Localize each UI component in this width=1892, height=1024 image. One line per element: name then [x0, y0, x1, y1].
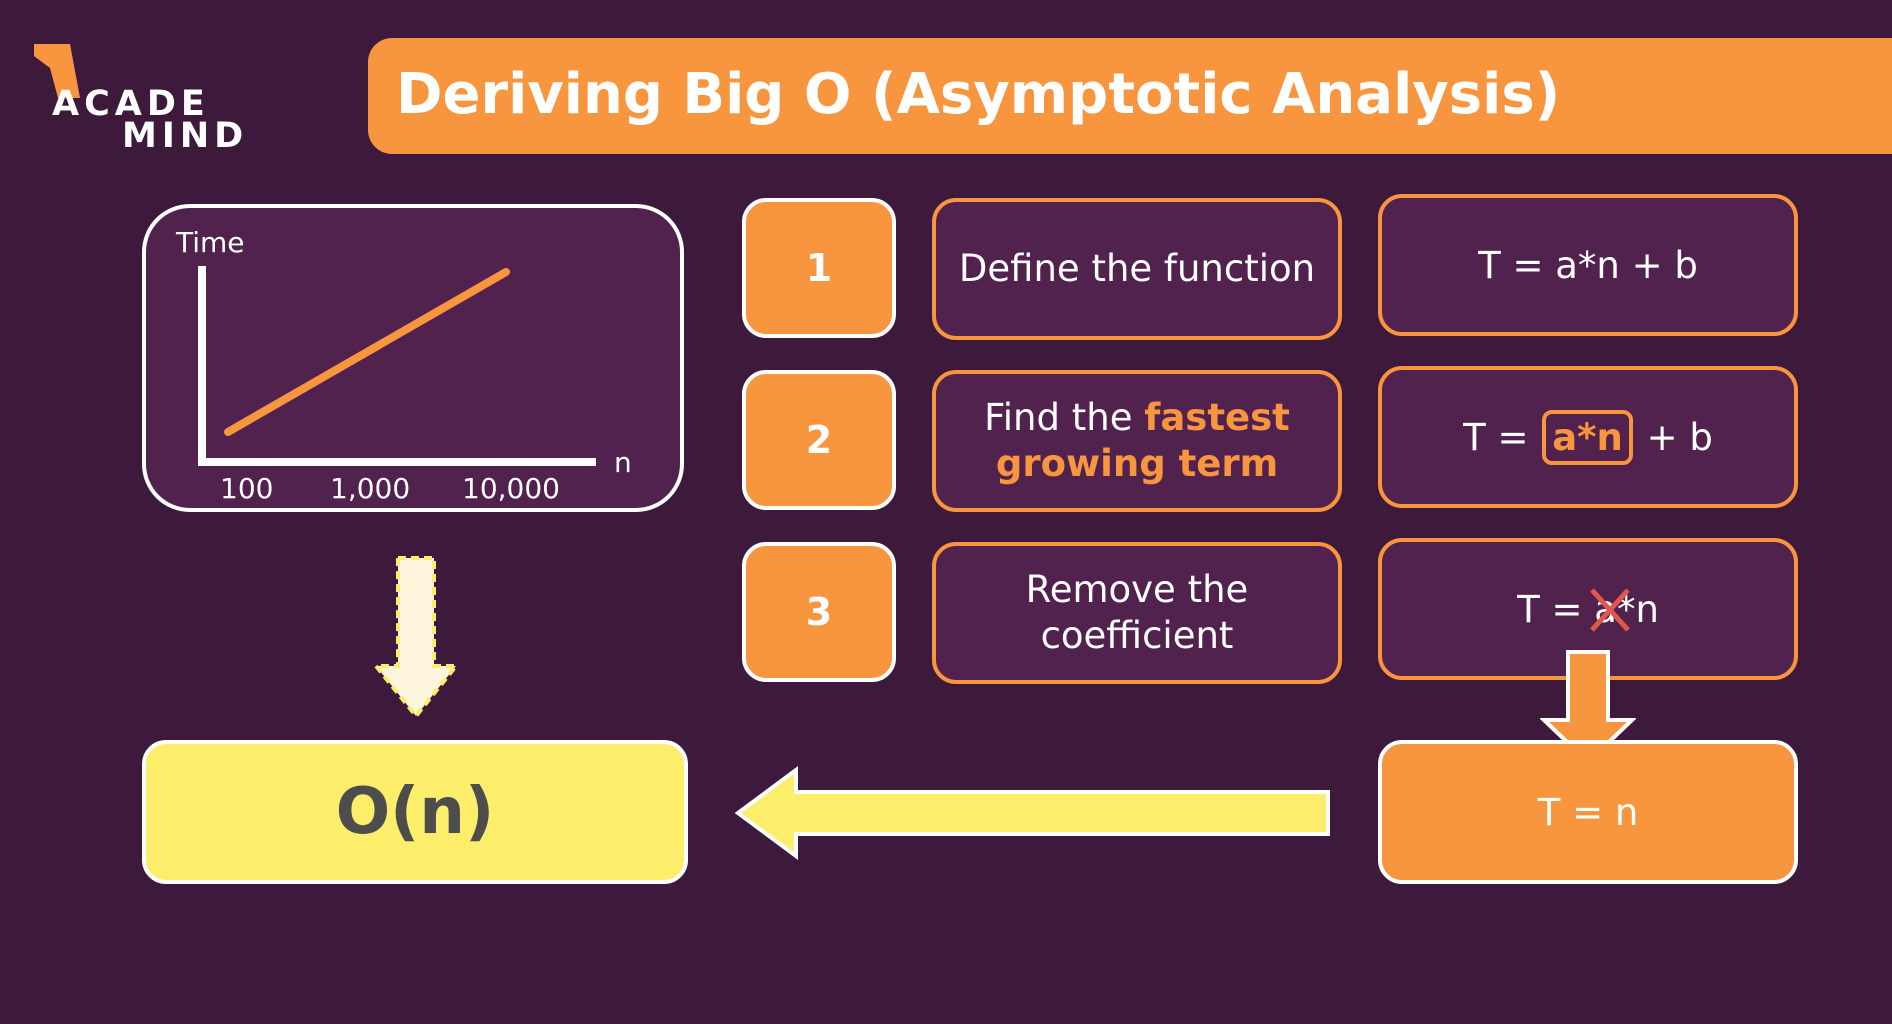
title-banner	[368, 38, 1892, 154]
step-3-description-line1: Remove the	[1025, 568, 1249, 611]
down-arrow-icon	[372, 556, 460, 720]
step-2-description-prefix: Find the	[984, 396, 1145, 439]
step-2-number: 2	[742, 370, 896, 510]
graph-x-tick: 1,000	[330, 472, 410, 505]
step-3-eq-prefix: T =	[1517, 587, 1595, 631]
step-2-description: Find the fastest growing term	[932, 370, 1342, 512]
step-3-number: 3	[742, 542, 896, 682]
logo-mark-icon	[34, 44, 80, 98]
graph-x-tick: 10,000	[462, 472, 560, 505]
growth-graph: Time n 100 1,000 10,000	[175, 226, 632, 505]
simplified-result: T = n	[1378, 740, 1798, 884]
page-title: Deriving Big O (Asymptotic Analysis)	[396, 62, 1561, 127]
logo-text-line1: ACADE	[52, 84, 210, 124]
step-1-number: 1	[742, 198, 896, 338]
step-2-description-line1: Find the fastest	[984, 395, 1290, 441]
logo-text-line2: MIND	[122, 116, 249, 156]
step-1-equation-text: T = a*n + b	[1478, 243, 1698, 287]
cross-out-icon	[1590, 587, 1631, 632]
step-2-description-line2: growing term	[995, 442, 1279, 485]
graph-x-tick: 100	[220, 472, 273, 505]
step-2-equation: T = a*n + b	[1378, 366, 1798, 508]
step-2-eq-suffix: + b	[1634, 415, 1713, 459]
step-1-description-text: Define the function	[958, 247, 1316, 290]
step-3-description-line2: coefficient	[1040, 614, 1234, 657]
graph-growth-line	[224, 268, 510, 436]
graph-y-label: Time	[175, 226, 245, 259]
graph-x-label: n	[614, 446, 632, 479]
big-o-result-text: O(n)	[335, 775, 495, 849]
academind-logo: ACADE MIND	[30, 38, 243, 158]
removed-coefficient: a	[1590, 588, 1631, 632]
step-3-description: Remove the coefficient	[932, 542, 1342, 684]
fastest-growing-term: a*n	[1542, 409, 1633, 465]
step-1-equation: T = a*n + b	[1378, 194, 1798, 336]
step-1-description: Define the function	[932, 198, 1342, 340]
big-o-result: O(n)	[142, 740, 688, 884]
step-2-description-highlight: fastest	[1144, 396, 1290, 439]
step-2-eq-prefix: T =	[1463, 415, 1541, 459]
left-arrow-icon	[734, 766, 1330, 860]
simplified-result-text: T = n	[1537, 790, 1639, 834]
